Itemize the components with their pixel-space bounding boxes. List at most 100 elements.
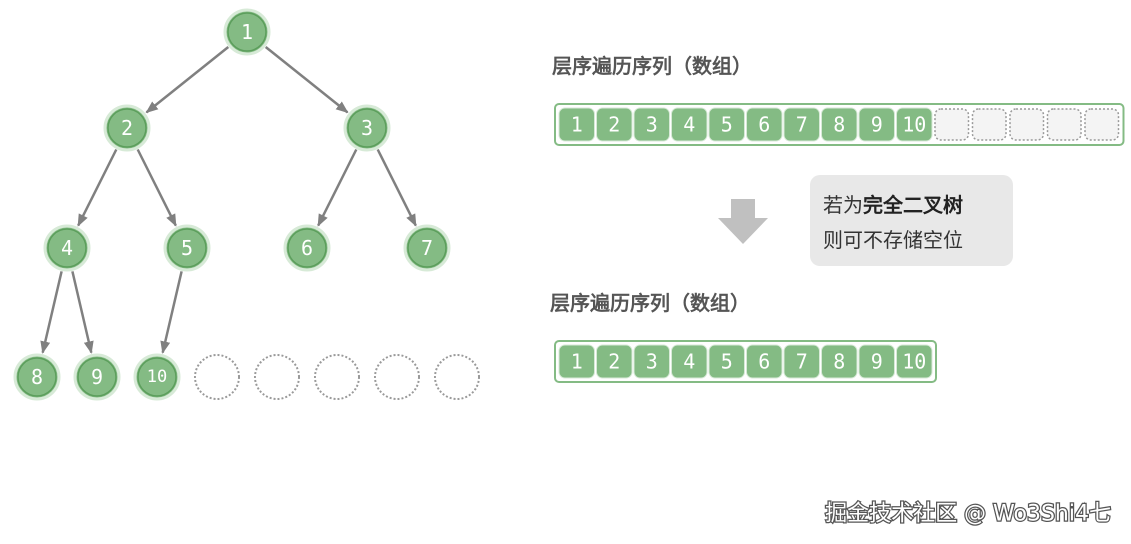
tree-node: 3: [343, 104, 391, 152]
array-cell-value: 9: [871, 113, 883, 137]
array-cell-value: 10: [902, 113, 926, 137]
empty-tree-slot: [314, 354, 360, 400]
tree-node: 9: [73, 353, 121, 401]
array-cell: 4: [671, 344, 708, 379]
array-cell-box: [596, 344, 633, 379]
empty-array-cell: [971, 108, 1007, 141]
empty-tree-slot: [254, 354, 300, 400]
array-cell-value: 4: [683, 350, 695, 374]
tree-node-outline: [77, 357, 117, 397]
array-cell-value: 2: [608, 350, 620, 374]
array-cell-value: 3: [646, 113, 658, 137]
tree-node: 5: [163, 224, 211, 272]
tree-node-label: 1: [241, 20, 253, 44]
tree-node-circle: [73, 353, 121, 401]
tree-node-outline: [137, 357, 177, 397]
array-cell-value: 8: [833, 113, 845, 137]
array-cell-box: [858, 344, 895, 379]
array-cell: 10: [896, 344, 933, 379]
array-cell-box: [558, 107, 595, 142]
tree-edge: [136, 148, 177, 227]
array-cell-value: 2: [608, 113, 620, 137]
tree-nodes: 1 2 3 4 5 6 7 8 9 10: [13, 8, 480, 401]
array-cell-value: 5: [721, 350, 733, 374]
tree-node-circle: [163, 224, 211, 272]
array-cell: 8: [821, 107, 858, 142]
tree-node-outline: [107, 108, 147, 148]
array-cell-box: [708, 107, 745, 142]
tree-node-outline: [407, 228, 447, 268]
tree-edge: [160, 271, 183, 354]
tree-node-label: 3: [361, 116, 373, 140]
empty-array-cell: [934, 108, 970, 141]
tree-node: 4: [43, 224, 91, 272]
note-callout: 若为完全二叉树 则可不存储空位: [810, 175, 1013, 266]
tree-node-outline: [167, 228, 207, 268]
array-cell-value: 6: [758, 350, 770, 374]
array-cell-box: [783, 344, 820, 379]
array-cell: 10: [896, 107, 933, 142]
tree-node-outline: [47, 228, 87, 268]
array-cell: 2: [596, 344, 633, 379]
tree-node-circle: [103, 104, 151, 152]
tree-node-circle: [343, 104, 391, 152]
array-cell: 1: [558, 107, 595, 142]
tree-node-circle: [43, 224, 91, 272]
tree-edge: [77, 148, 118, 227]
tree-node-outline: [227, 12, 267, 52]
array-cell-value: 8: [833, 350, 845, 374]
array-cell: 3: [633, 344, 670, 379]
array-cell: 6: [746, 107, 783, 142]
top-array-heading: 层序遍历序列（数组）: [552, 54, 752, 78]
tree-node-outline: [17, 357, 57, 397]
tree-node-circle: [223, 8, 271, 56]
tree-node-circle: [133, 353, 181, 401]
array-cell-value: 7: [796, 350, 808, 374]
array-cell-box: [821, 344, 858, 379]
array-cell-box: [746, 107, 783, 142]
array-cell-value: 5: [721, 113, 733, 137]
array-cell: 4: [671, 107, 708, 142]
tree-node: 6: [283, 224, 331, 272]
array-cell: 7: [783, 344, 820, 379]
empty-tree-slot: [194, 354, 240, 400]
array-cell-box: [896, 344, 933, 379]
tree-node-label: 9: [91, 365, 103, 389]
tree-node-circle: [13, 353, 61, 401]
array-cell-value: 1: [571, 113, 583, 137]
array-cell: 3: [633, 107, 670, 142]
tree-node: 8: [13, 353, 61, 401]
tree-node: 7: [403, 224, 451, 272]
array-cell-box: [858, 107, 895, 142]
empty-tree-slot: [374, 354, 420, 400]
tree-node: 10: [133, 353, 181, 401]
array-cell-box: [746, 344, 783, 379]
array-cell-value: 10: [902, 350, 926, 374]
array-cell-value: 6: [758, 113, 770, 137]
note-line-1-bold: 完全二叉树: [863, 193, 963, 217]
tree-node-circle: [283, 224, 331, 272]
tree-edge: [264, 46, 349, 114]
array-cell-box: [708, 344, 745, 379]
tree-node-label: 2: [121, 116, 133, 140]
tree-edges: [40, 46, 417, 354]
note-box: [810, 175, 1013, 266]
tree-node-label: 7: [421, 236, 433, 260]
array-cell-box: [821, 107, 858, 142]
array-cell-value: 4: [683, 113, 695, 137]
array-cell-box: [671, 344, 708, 379]
array-cell-box: [596, 107, 633, 142]
note-line-2: 则可不存储空位: [823, 228, 963, 252]
bottom-array-heading: 层序遍历序列（数组）: [550, 291, 750, 315]
empty-array-cell: [1046, 108, 1082, 141]
tree-node-label: 6: [301, 236, 313, 260]
note-line-1-prefix: 若为: [823, 193, 863, 217]
tree-node-label: 8: [31, 365, 43, 389]
watermark: 掘金技术社区 @ Wo3Shi4七: [825, 502, 1111, 527]
array-cell-value: 9: [871, 350, 883, 374]
array-cell-value: 1: [571, 350, 583, 374]
tree-edge: [376, 148, 417, 227]
tree-node-label: 10: [147, 367, 167, 387]
